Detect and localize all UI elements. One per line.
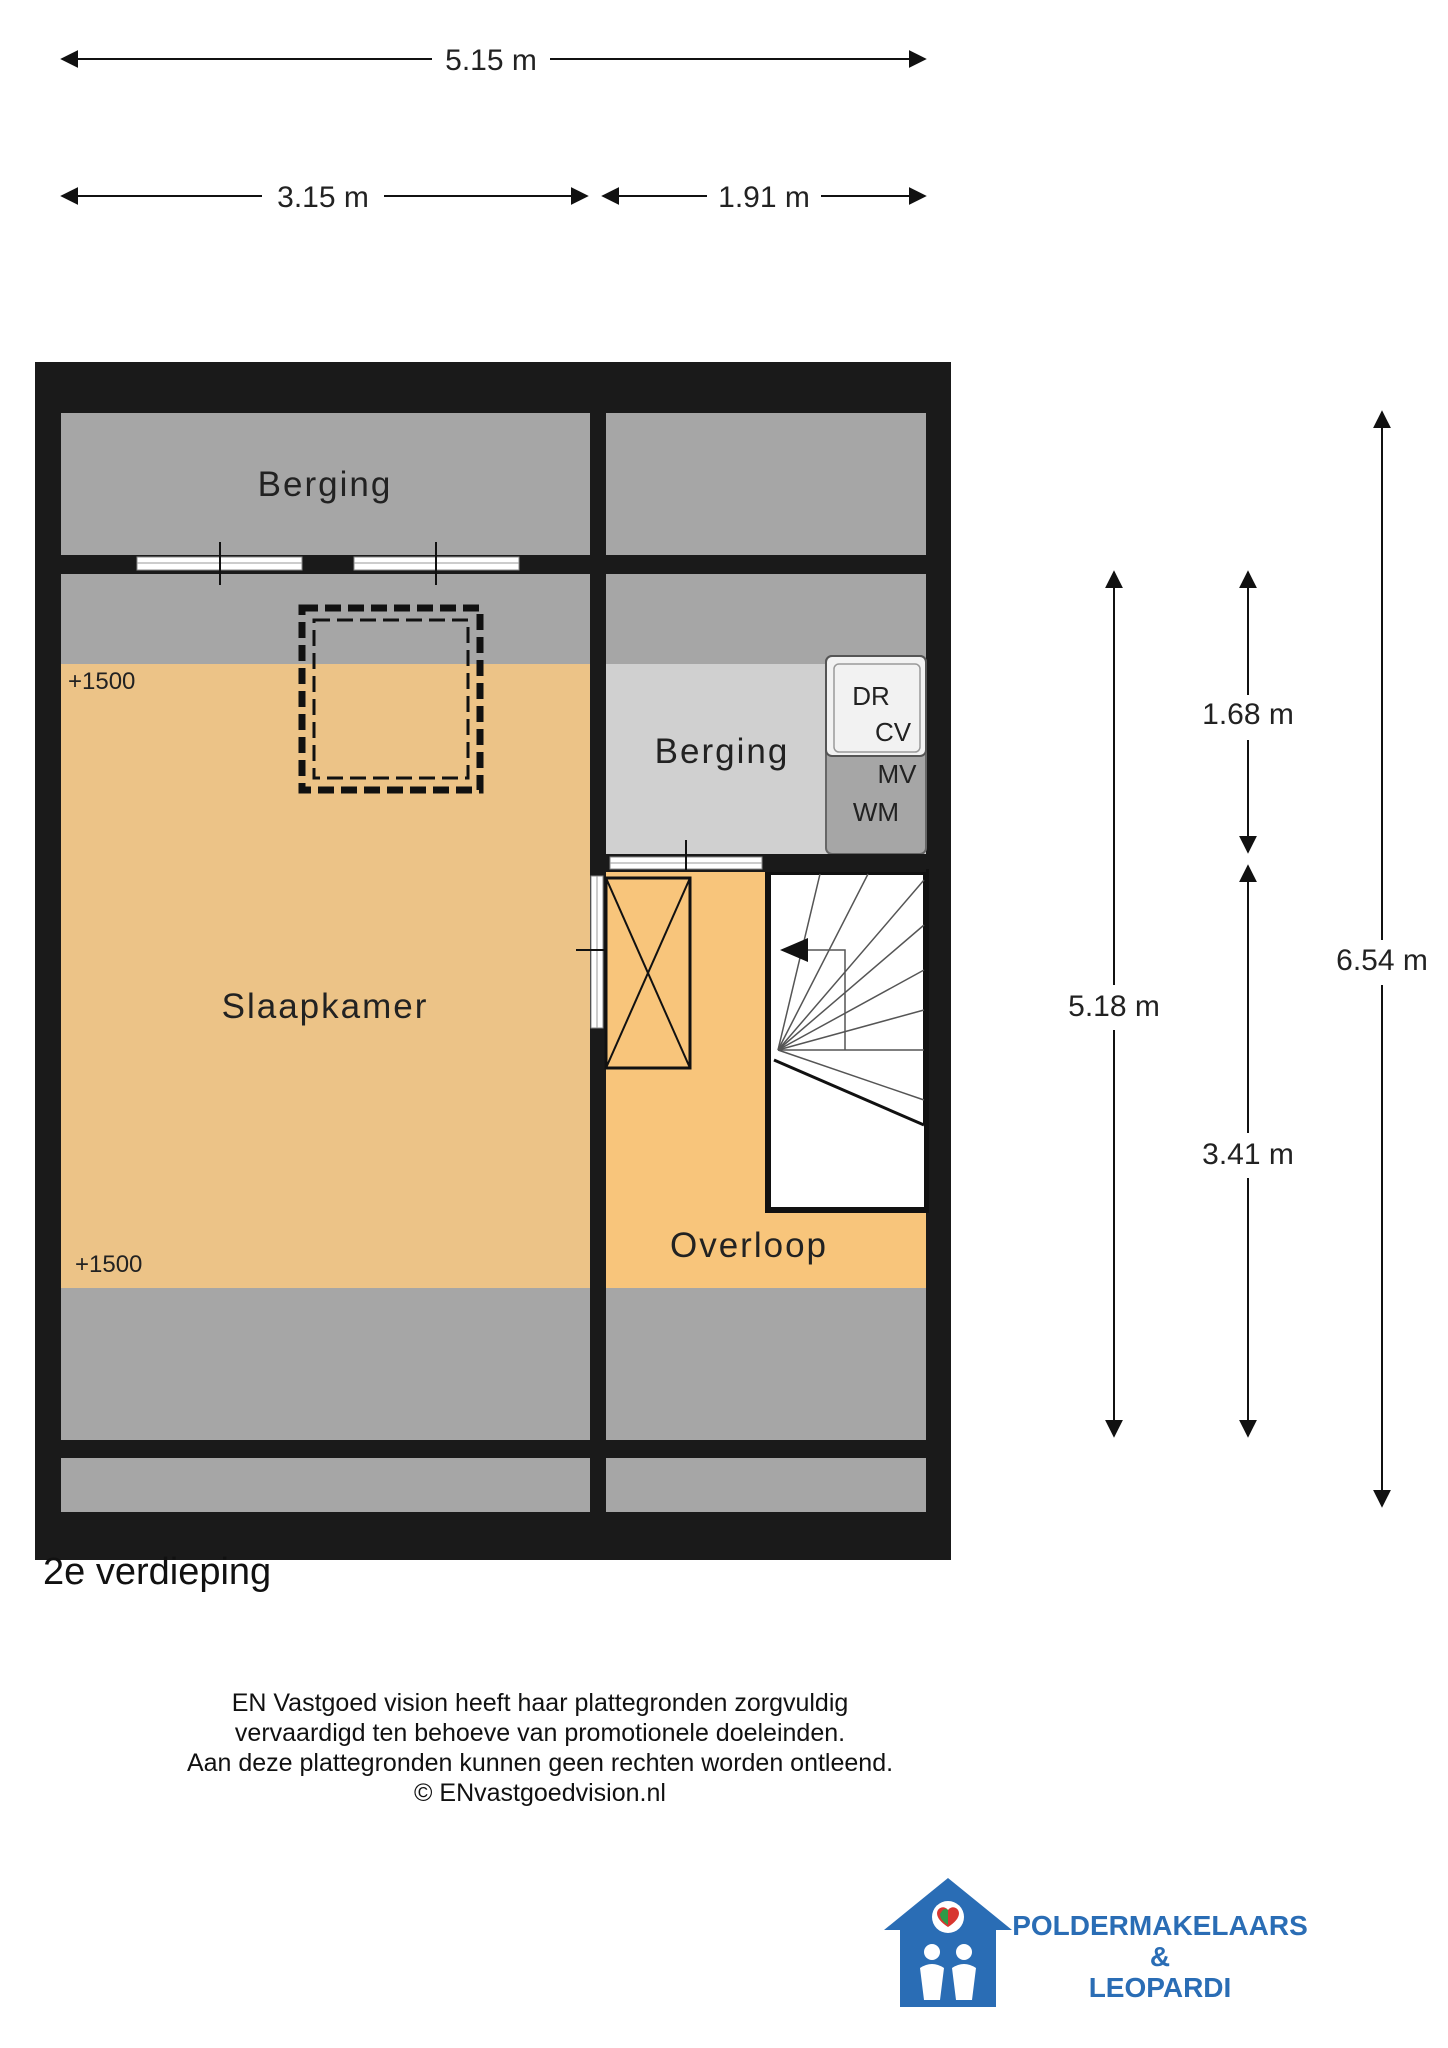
label-berging-top: Berging <box>258 465 393 504</box>
equip-wm: WM <box>853 797 899 827</box>
disclaimer-line: vervaardigd ten behoeve van promotionele… <box>234 1719 846 1747</box>
roof-hatch <box>298 604 484 794</box>
brand-logo-text: POLDERMAKELAARS & LEOPARDI <box>1005 1910 1315 2003</box>
dim-right-width-label: 1.91 m <box>718 181 810 214</box>
sliding-door-top <box>136 542 520 585</box>
label-berging-right: Berging <box>655 732 790 771</box>
equip-cv: CV <box>875 717 912 747</box>
strip-right-lower <box>606 1288 926 1440</box>
stair-direction-arrow-icon <box>780 938 808 962</box>
dim-left-width: 3.15 m <box>60 181 589 214</box>
dim-middle-height: 5.18 m <box>1068 570 1160 1438</box>
dryer-unit <box>825 655 927 757</box>
wall-horizontal-bottom <box>35 1440 951 1458</box>
slaapkamer-floor <box>61 664 590 1288</box>
equip-mv: MV <box>878 759 918 789</box>
level-top: +1500 <box>68 668 135 695</box>
sliding-door-berging <box>609 840 763 870</box>
label-slaapkamer: Slaapkamer <box>222 987 429 1026</box>
level-bottom: +1500 <box>75 1251 142 1278</box>
strip-left-bottom <box>61 1458 590 1512</box>
dim-total-height: 6.54 m <box>1336 410 1428 1508</box>
dim-middle-height-label: 5.18 m <box>1068 990 1160 1023</box>
dim-lower-height-label: 3.41 m <box>1202 1138 1294 1171</box>
brand-line-1: POLDERMAKELAARS <box>1012 1910 1308 1941</box>
dim-right-width: 1.91 m <box>601 181 927 214</box>
disclaimer-line: © ENvastgoedvision.nl <box>414 1779 666 1807</box>
stair-landing-fill <box>774 1060 924 1207</box>
dim-lower-height: 3.41 m <box>1202 864 1294 1438</box>
strip-right-bottom <box>606 1458 926 1512</box>
disclaimer-line: Aan deze plattegronden kunnen geen recht… <box>186 1749 894 1777</box>
dim-total-height-label: 6.54 m <box>1336 944 1428 977</box>
sliding-door-slaapkamer <box>576 875 612 1029</box>
label-overloop: Overloop <box>670 1226 828 1265</box>
strip-right-upper <box>606 574 926 664</box>
berging-top-left <box>61 413 590 555</box>
cupboard <box>604 876 692 1070</box>
brand-line-2: & <box>1149 1941 1171 1972</box>
brand-line-3: LEOPARDI <box>1088 1972 1232 2003</box>
dim-upper-height-label: 1.68 m <box>1202 698 1294 731</box>
boiler-unit <box>833 663 921 753</box>
house-logo-icon <box>884 1878 1012 2007</box>
dim-left-width-label: 3.15 m <box>277 181 369 214</box>
berging-top-right <box>606 413 926 555</box>
disclaimer: EN Vastgoed vision heeft haar plattegron… <box>120 1688 960 1808</box>
strip-left-lower <box>61 1288 590 1440</box>
floor-caption: 2e verdieping <box>43 1551 272 1593</box>
dim-upper-height: 1.68 m <box>1202 570 1294 854</box>
dim-total-width-label: 5.15 m <box>445 44 537 77</box>
equip-dr: DR <box>852 681 890 711</box>
dim-total-width: 5.15 m <box>60 44 927 77</box>
stair-treads <box>777 873 925 1101</box>
disclaimer-line: EN Vastgoed vision heeft haar plattegron… <box>231 1689 849 1717</box>
